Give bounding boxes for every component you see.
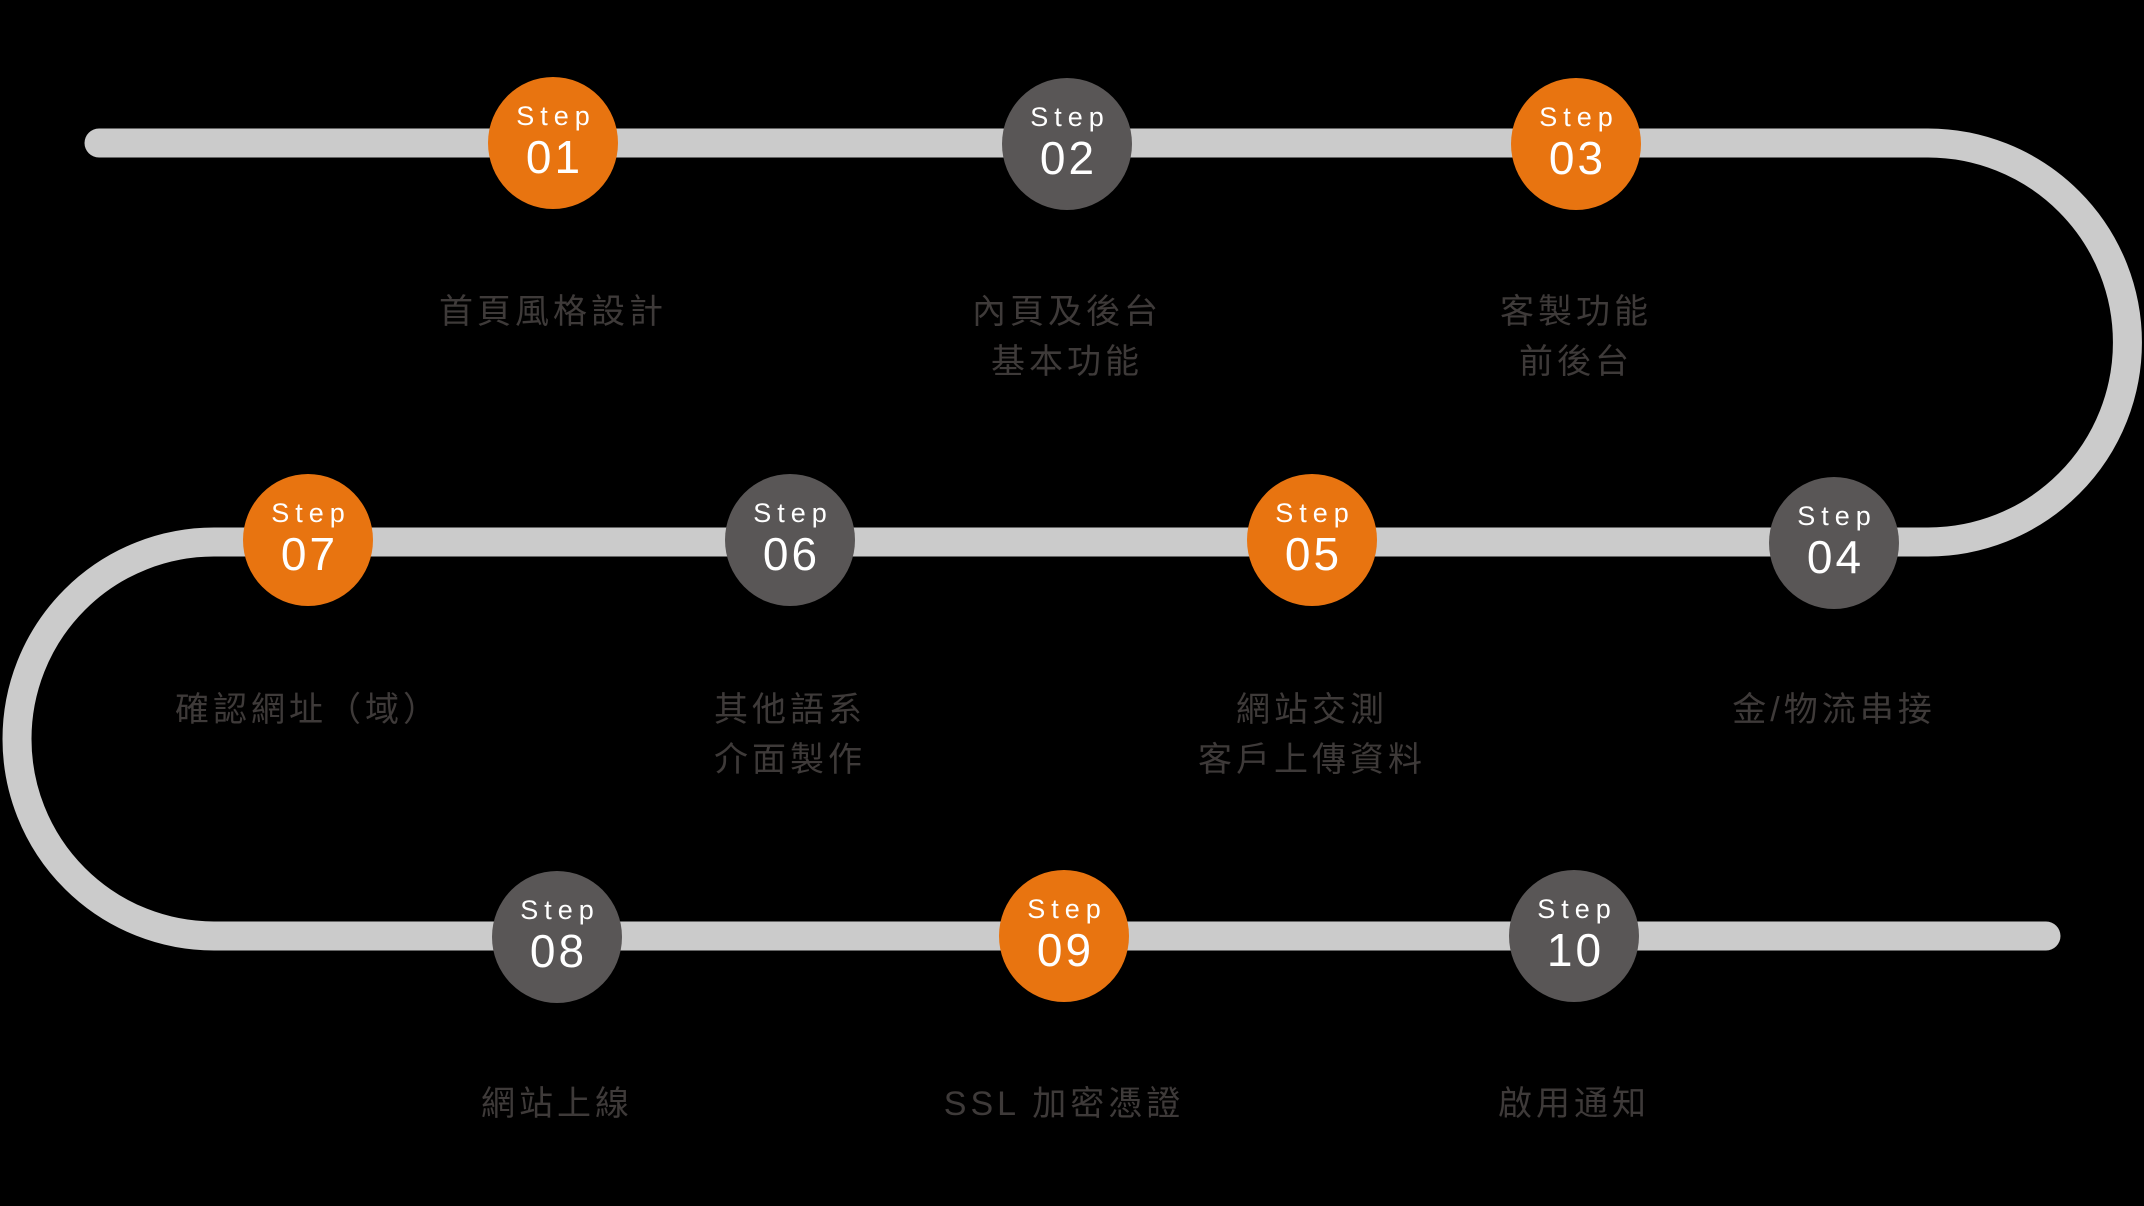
step-10-number: 10 xyxy=(1546,924,1605,977)
step-03-label-line2: 前後台 xyxy=(1519,343,1633,381)
step-06-word: Step xyxy=(753,497,833,528)
step-07-number: 07 xyxy=(280,528,339,581)
step-05-label-line1: 網站交測 xyxy=(1236,691,1388,729)
step-09-word: Step xyxy=(1027,893,1107,924)
step-06-label-line1: 其他語系 xyxy=(714,691,866,729)
step-06-number: 06 xyxy=(762,528,821,581)
step-09-number: 09 xyxy=(1036,924,1095,977)
step-07-word: Step xyxy=(271,497,351,528)
step-06-label-line2: 介面製作 xyxy=(714,741,866,779)
step-03-label: 客製功能 前後台 xyxy=(1500,287,1652,387)
step-03-word: Step xyxy=(1539,101,1619,132)
step-09-marker: Step 09 xyxy=(999,870,1129,1002)
step-04-label-line1: 金/物流串接 xyxy=(1732,691,1936,729)
step-01-marker: Step 01 xyxy=(488,77,618,209)
step-06-label: 其他語系 介面製作 xyxy=(714,685,866,785)
step-04-marker: Step 04 xyxy=(1769,477,1899,609)
step-05-label: 網站交測 客戶上傳資料 xyxy=(1198,685,1426,785)
step-03-marker: Step 03 xyxy=(1511,78,1641,210)
step-02-marker: Step 02 xyxy=(1002,78,1132,210)
step-08-label-line1: 網站上線 xyxy=(481,1085,633,1123)
step-04-number: 04 xyxy=(1806,531,1865,584)
step-05-word: Step xyxy=(1275,497,1355,528)
step-02-label-line1: 內頁及後台 xyxy=(972,293,1162,331)
step-10-marker: Step 10 xyxy=(1509,870,1639,1002)
step-07-marker: Step 07 xyxy=(243,474,373,606)
step-01-number: 01 xyxy=(525,131,584,184)
step-05-label-line2: 客戶上傳資料 xyxy=(1198,741,1426,779)
step-01-label: 首頁風格設計 xyxy=(439,287,667,337)
step-02-word: Step xyxy=(1030,101,1110,132)
process-path xyxy=(2,128,2142,951)
step-01-word: Step xyxy=(516,100,596,131)
step-09-label-line1: SSL 加密憑證 xyxy=(943,1085,1185,1123)
step-05-number: 05 xyxy=(1284,528,1343,581)
step-02-label-line2: 基本功能 xyxy=(991,343,1143,381)
step-04-label: 金/物流串接 xyxy=(1732,685,1935,735)
step-08-word: Step xyxy=(520,894,600,925)
step-10-word: Step xyxy=(1537,893,1617,924)
step-10-label-line1: 啟用通知 xyxy=(1498,1085,1650,1123)
step-08-label: 網站上線 xyxy=(481,1079,633,1129)
step-09-label: SSL 加密憑證 xyxy=(944,1079,1184,1129)
step-10-label: 啟用通知 xyxy=(1498,1079,1650,1129)
step-02-number: 02 xyxy=(1039,132,1098,185)
step-03-label-line1: 客製功能 xyxy=(1500,293,1652,331)
step-04-word: Step xyxy=(1797,500,1877,531)
step-01-label-line1: 首頁風格設計 xyxy=(439,293,667,331)
step-08-number: 08 xyxy=(529,925,588,978)
step-03-number: 03 xyxy=(1548,132,1607,185)
step-05-marker: Step 05 xyxy=(1247,474,1377,606)
step-02-label: 內頁及後台 基本功能 xyxy=(972,287,1162,387)
step-07-label: 確認網址（域） xyxy=(175,685,441,735)
step-07-label-line1: 確認網址（域） xyxy=(175,691,441,729)
step-06-marker: Step 06 xyxy=(725,474,855,606)
step-08-marker: Step 08 xyxy=(492,871,622,1003)
